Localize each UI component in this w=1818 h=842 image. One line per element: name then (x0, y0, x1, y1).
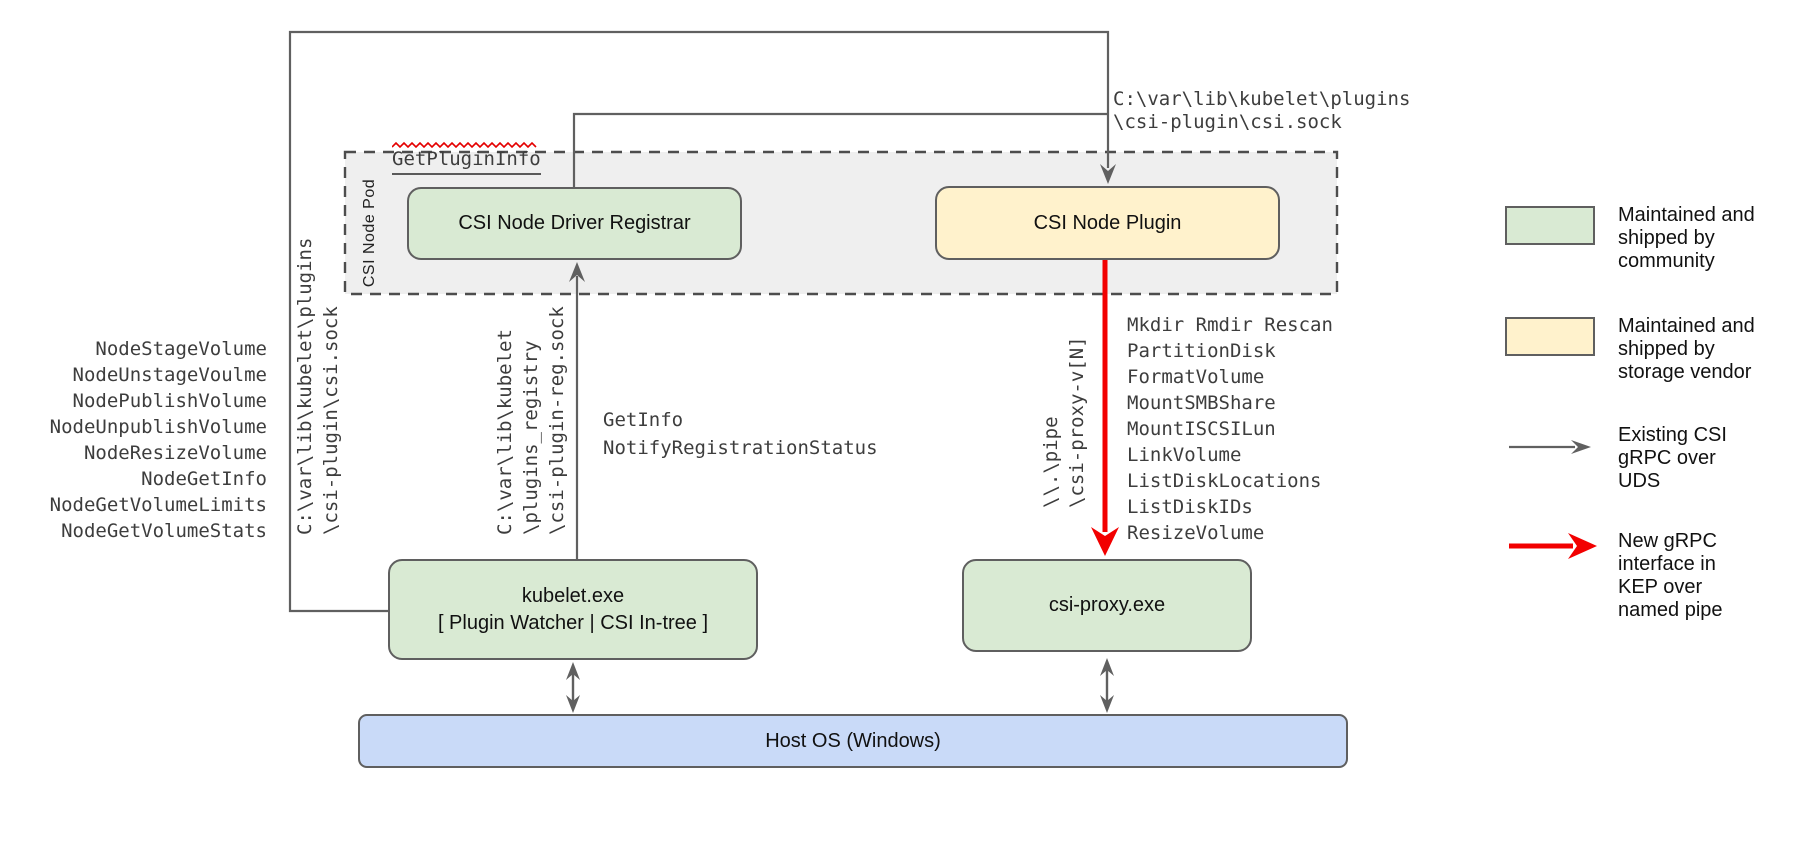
host-os-box: Host OS (Windows) (358, 714, 1348, 768)
legend-community: Maintained and shipped by community (1505, 204, 1815, 274)
plugin-arrowhead (1100, 164, 1116, 184)
proxy-host-arrow-down (1100, 695, 1114, 713)
registration-rpc-list: GetInfo NotifyRegistrationStatus (603, 409, 878, 459)
legend-new-grpc: New gRPC interface in KEP over named pip… (1505, 530, 1815, 625)
registrar-arrowhead (569, 262, 585, 282)
kubelet-host-arrow-down (566, 695, 580, 713)
legend-existing-grpc-text: Existing CSI gRPC over UDS (1618, 424, 1727, 492)
kubelet-box: kubelet.exe [ Plugin Watcher | CSI In-tr… (388, 559, 758, 660)
legend-storage-vendor: Maintained and shipped by storage vendor (1505, 315, 1815, 385)
csi-sock-path-top: C:\var\lib\kubelet\plugins \csi-plugin\c… (1113, 88, 1411, 133)
node-rpc-list: NodeStageVolume NodeUnstageVoulme NodePu… (49, 338, 267, 542)
red-arrowhead (1091, 527, 1119, 556)
legend-vendor-text: Maintained and shipped by storage vendor (1618, 315, 1755, 383)
csi-node-plugin-box: CSI Node Plugin (935, 186, 1280, 260)
legend-new-grpc-text: New gRPC interface in KEP over named pip… (1618, 530, 1723, 621)
csi-proxy-box: csi-proxy.exe (962, 559, 1252, 652)
kubelet-host-arrow-up (566, 662, 580, 680)
csi-node-pod-label: CSI Node Pod (361, 178, 378, 288)
gray-arrow-sample (1509, 440, 1591, 454)
spellcheck-squiggle (392, 141, 537, 149)
kubelet-to-plugin-line (288, 30, 1110, 613)
legend-existing-grpc: Existing CSI gRPC over UDS (1505, 424, 1815, 494)
get-plugin-info-label: GetPluginInfo (392, 120, 541, 175)
plugin-reg-sock-path: C:\var\lib\kubelet \plugins_registry \cs… (494, 306, 568, 535)
csi-sock-path-left: C:\var\lib\kubelet\plugins \csi-plugin\c… (294, 237, 342, 535)
vendor-yellow-swatch (1505, 317, 1595, 356)
proxy-rpc-list: Mkdir Rmdir Rescan PartitionDisk FormatV… (1127, 314, 1333, 544)
community-green-swatch (1505, 206, 1595, 245)
legend-community-text: Maintained and shipped by community (1618, 204, 1755, 272)
csi-node-driver-registrar-box: CSI Node Driver Registrar (407, 187, 742, 260)
red-arrow-sample (1509, 533, 1597, 559)
proxy-host-arrow-up (1100, 658, 1114, 676)
registrar-to-plugin-line (572, 112, 1107, 187)
named-pipe-path: \\.\pipe \csi-proxy-v[N] (1040, 336, 1088, 508)
